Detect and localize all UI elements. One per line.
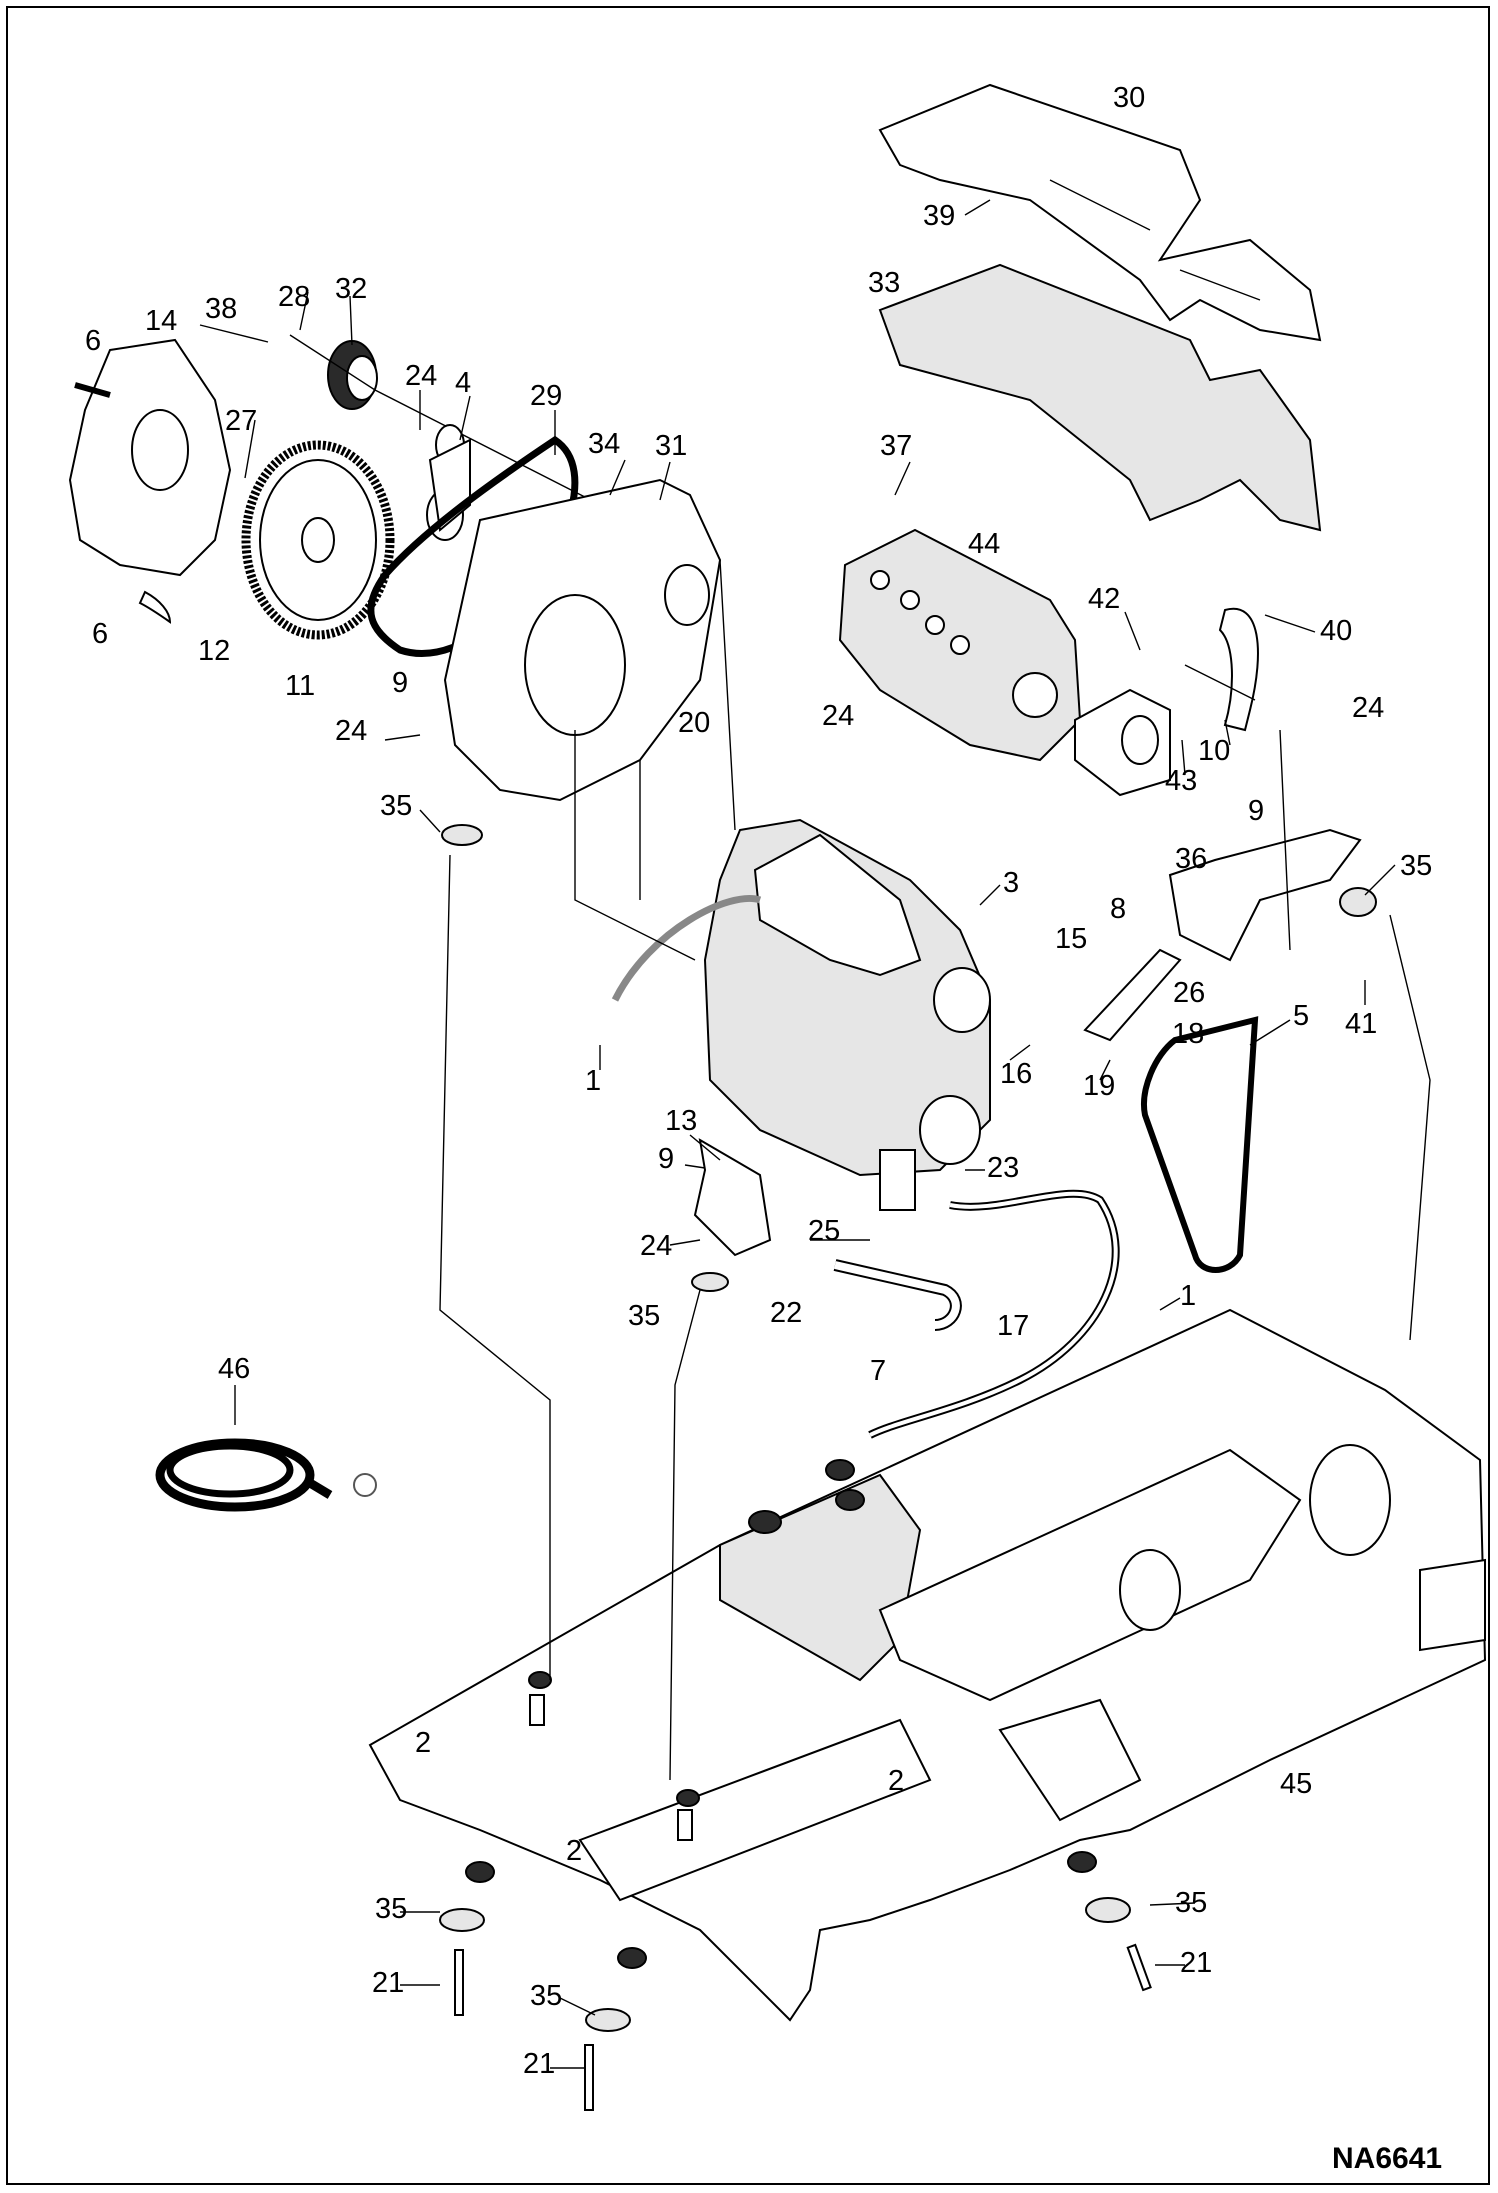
callout-21b: 21 — [372, 1967, 404, 1999]
callout-13: 13 — [665, 1105, 697, 1137]
callout-27: 27 — [225, 405, 257, 437]
return-hose — [868, 1189, 1120, 1439]
callout-9b: 9 — [1248, 795, 1264, 827]
callout-6: 6 — [85, 325, 101, 357]
top-cover-bracket — [878, 83, 1322, 342]
engine-mount-bracket-left — [693, 1138, 772, 1257]
callout-44: 44 — [968, 528, 1000, 560]
callout-9: 9 — [392, 667, 408, 699]
callout-18: 18 — [1172, 1018, 1204, 1050]
callout-5: 5 — [1293, 1000, 1309, 1032]
callout-24b: 24 — [822, 700, 854, 732]
mount-isolator-upper-left — [441, 824, 483, 846]
callout-42: 42 — [1088, 583, 1120, 615]
fan-belt — [1141, 1016, 1259, 1273]
callout-30: 30 — [1113, 82, 1145, 114]
figure-id: NA6641 — [1332, 2142, 1442, 2175]
callout-19: 19 — [1083, 1070, 1115, 1102]
callout-26: 26 — [1173, 977, 1205, 1009]
isolator-stack-rear — [748, 1459, 1152, 1992]
callout-29: 29 — [530, 380, 562, 412]
flywheel — [241, 440, 395, 640]
callout-24c: 24 — [335, 715, 367, 747]
callout-11: 11 — [285, 670, 315, 702]
callout-45: 45 — [1280, 1768, 1312, 1800]
flywheel-shield — [68, 338, 232, 577]
hydraulic-pump — [838, 528, 1082, 762]
lower-cover-bracket — [878, 263, 1322, 532]
callout-16: 16 — [1000, 1058, 1032, 1090]
callout-21: 21 — [1180, 1947, 1212, 1979]
callout-10: 10 — [1198, 735, 1230, 767]
callout-32: 32 — [335, 273, 367, 305]
callout-23: 23 — [987, 1152, 1019, 1184]
pump-bracket — [1218, 607, 1259, 732]
alternator-bracket — [1083, 948, 1182, 1042]
callout-31: 31 — [655, 430, 687, 462]
callout-24: 24 — [405, 360, 437, 392]
callout-15: 15 — [1055, 923, 1087, 955]
engine-mount-bracket-right — [1168, 828, 1362, 962]
callout-20: 20 — [678, 707, 710, 739]
callout-17: 17 — [997, 1310, 1029, 1342]
callout-1: 1 — [585, 1065, 601, 1097]
callout-14: 14 — [145, 305, 177, 337]
callout-38: 38 — [205, 293, 237, 325]
isolator-stack-center — [584, 1789, 700, 2111]
callout-40: 40 — [1320, 615, 1352, 647]
callout-46: 46 — [218, 1353, 250, 1385]
callout-37: 37 — [880, 430, 912, 462]
callout-4: 4 — [455, 367, 471, 399]
mount-isolator-right — [1339, 887, 1377, 917]
callout-35f: 35 — [530, 1980, 562, 2012]
isolator-stack-left — [439, 1671, 552, 2016]
callout-35: 35 — [380, 790, 412, 822]
callout-28: 28 — [278, 281, 310, 313]
callout-3: 3 — [1003, 867, 1019, 899]
gear-pump — [1074, 688, 1171, 797]
bell-housing — [443, 478, 722, 802]
callout-41: 41 — [1345, 1008, 1377, 1040]
callout-35c: 35 — [628, 1300, 660, 1332]
callout-24d: 24 — [1352, 692, 1384, 724]
callout-2b: 2 — [566, 1835, 582, 1867]
callout-25: 25 — [808, 1215, 840, 1247]
edge-trim-coil — [155, 1438, 377, 1512]
clip-6-lower — [138, 590, 172, 624]
callout-1b: 1 — [1180, 1280, 1196, 1312]
callout-39: 39 — [923, 200, 955, 232]
callout-2c: 2 — [888, 1765, 904, 1797]
callout-12: 12 — [198, 635, 230, 667]
callout-33: 33 — [868, 267, 900, 299]
callout-21c: 21 — [523, 2048, 555, 2080]
callout-35b: 35 — [1400, 850, 1432, 882]
callout-7: 7 — [870, 1355, 886, 1387]
callout-35e: 35 — [375, 1893, 407, 1925]
callout-9c: 9 — [658, 1143, 674, 1175]
engine — [703, 818, 991, 1211]
callout-8: 8 — [1110, 893, 1126, 925]
pin-6-upper — [74, 382, 111, 398]
callout-labels: 30 39 33 6 14 38 28 32 27 24 4 29 34 31 … — [85, 82, 1432, 2080]
diagram-frame — [6, 6, 1490, 2185]
callout-22: 22 — [770, 1297, 802, 1329]
callout-36: 36 — [1175, 843, 1207, 875]
callout-6b: 6 — [92, 618, 108, 650]
mount-isolator-center — [691, 1272, 729, 1292]
callout-34: 34 — [588, 428, 620, 460]
fuel-hose — [833, 1259, 962, 1331]
callout-43: 43 — [1165, 765, 1197, 797]
callout-24e: 24 — [640, 1230, 672, 1262]
belt-tensioner — [426, 424, 471, 541]
callout-2: 2 — [415, 1727, 431, 1759]
